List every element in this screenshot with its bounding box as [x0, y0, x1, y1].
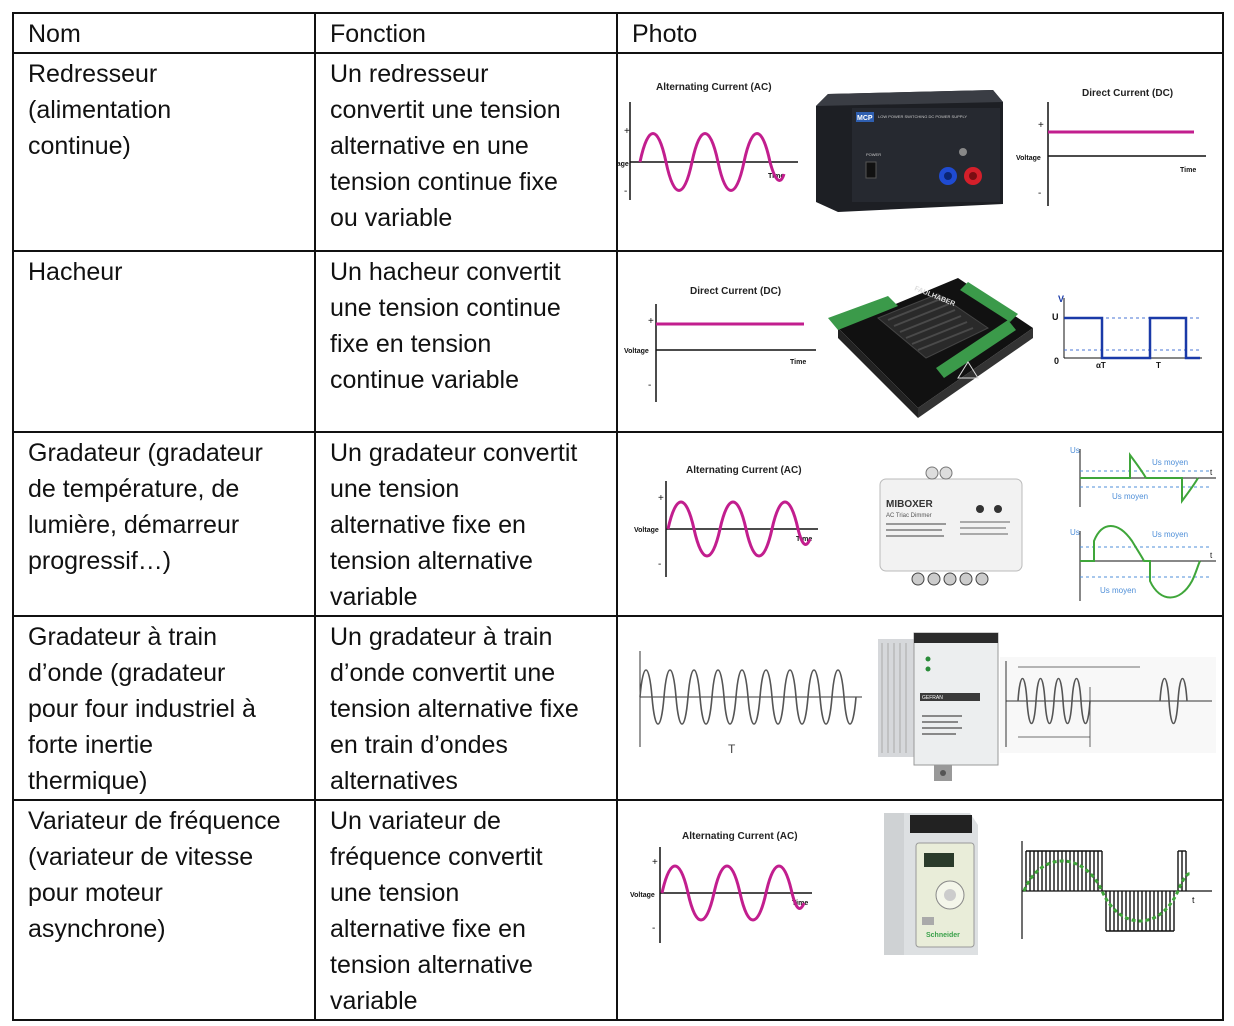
cell-fonction: Un gradateur convertit une tension alter…	[314, 431, 618, 617]
table-header-row: Nom Fonction Photo	[12, 12, 1224, 54]
cell-fonction: Un variateur de fréquence convertit une …	[314, 799, 618, 1021]
svg-text:Voltage: Voltage	[618, 161, 629, 168]
dimmer-image: MIBOXER AC Triac Dimmer	[879, 466, 1023, 586]
chopper-image: FAULHABER	[828, 278, 1033, 418]
cell-photo: Alternating Current (AC) + - Voltage Tim…	[616, 52, 1224, 252]
table-row: Variateur de fréquence (variateur de vit…	[12, 799, 1224, 1021]
svg-text:Schneider: Schneider	[926, 932, 960, 939]
svg-text:Time: Time	[1180, 167, 1196, 174]
svg-text:MCP: MCP	[857, 115, 873, 122]
svg-text:Us moyen: Us moyen	[1152, 530, 1188, 539]
ac-waveform-graph: Alternating Current (AC) + - Voltage Tim…	[630, 831, 812, 943]
svg-text:-: -	[1038, 188, 1041, 199]
svg-text:Us: Us	[1070, 446, 1080, 455]
svg-text:Us moyen: Us moyen	[1112, 492, 1148, 501]
svg-text:U: U	[1052, 312, 1059, 322]
cell-fonction: Un gradateur à train d’onde convertit un…	[314, 615, 618, 801]
svg-text:+: +	[1038, 120, 1044, 131]
svg-text:LOW POWER SWITCHING DC POWER S: LOW POWER SWITCHING DC POWER SUPPLY	[878, 114, 967, 119]
power-supply-image: MCP LOW POWER SWITCHING DC POWER SUPPLY …	[816, 90, 1003, 212]
thyristor-unit-image: GEFRAN	[878, 632, 999, 781]
burst-firing-graph	[1000, 657, 1216, 753]
svg-text:Direct Current (DC): Direct Current (DC)	[1082, 88, 1173, 99]
svg-text:Us moyen: Us moyen	[1100, 586, 1136, 595]
svg-text:Time: Time	[792, 900, 808, 907]
ac-sine-wave	[660, 864, 806, 922]
cell-photo: Alternating Current (AC) + - Voltage Tim…	[616, 431, 1224, 617]
svg-text:Us: Us	[1070, 528, 1080, 537]
cell-nom: Gradateur à train d’onde (gradateur pour…	[12, 615, 316, 801]
svg-text:Time: Time	[796, 536, 812, 543]
dc-waveform-graph: Direct Current (DC) + - Voltage Time	[624, 286, 816, 402]
ac-sine-wave	[638, 132, 786, 192]
svg-text:t: t	[1210, 551, 1213, 560]
svg-text:GEFRAN: GEFRAN	[922, 695, 943, 701]
cell-fonction: Un hacheur convertit une tension continu…	[314, 250, 618, 433]
svg-text:-: -	[652, 923, 655, 934]
cell-nom: Variateur de fréquence (variateur de vit…	[12, 799, 316, 1021]
pwm-waveform-graph: t	[1021, 841, 1212, 939]
table-row: Redresseur (alimentation continue) Un re…	[12, 52, 1224, 252]
dimmer-wave-high	[1080, 525, 1201, 599]
svg-text:MIBOXER: MIBOXER	[886, 499, 933, 510]
header-fonction: Fonction	[314, 12, 618, 54]
table-row: Hacheur Un hacheur convertit une tension…	[12, 250, 1224, 433]
svg-text:POWER: POWER	[866, 152, 881, 157]
svg-text:AC Triac Dimmer: AC Triac Dimmer	[886, 513, 932, 519]
ac-sine-wave	[666, 500, 812, 558]
svg-text:Alternating Current (AC): Alternating Current (AC)	[682, 831, 798, 842]
svg-text:Us moyen: Us moyen	[1152, 458, 1188, 467]
svg-text:t: t	[1210, 468, 1213, 477]
vfd-image: Schneider	[884, 813, 978, 955]
chopper-square-wave	[1064, 316, 1200, 360]
dc-waveform-graph: Direct Current (DC) + - Voltage Time	[1016, 88, 1206, 206]
pwm-pulses	[1025, 850, 1187, 932]
ac-waveform-graph: Alternating Current (AC) + - Voltage Tim…	[634, 465, 818, 577]
svg-text:+: +	[648, 316, 654, 327]
ac-waveform-graph: Alternating Current (AC) + - Voltage Tim…	[618, 82, 798, 200]
pwm-fundamental-sine	[1022, 859, 1194, 923]
svg-text:T: T	[1156, 361, 1161, 370]
svg-text:Direct Current (DC): Direct Current (DC)	[690, 286, 781, 297]
svg-text:0: 0	[1054, 356, 1059, 366]
svg-text:+: +	[624, 126, 630, 137]
converter-table: Nom Fonction Photo Redresseur (alimentat…	[12, 12, 1224, 1021]
svg-text:Voltage: Voltage	[624, 348, 649, 355]
svg-text:Voltage: Voltage	[630, 892, 655, 899]
dimmer-wave-low	[1080, 451, 1199, 505]
svg-text:t: t	[1192, 895, 1195, 905]
svg-text:-: -	[624, 186, 627, 197]
continuous-sine-graph: T	[639, 651, 862, 756]
cell-photo: Direct Current (DC) + - Voltage Time	[616, 250, 1224, 433]
cell-photo: T GEFRAN	[616, 615, 1224, 801]
table-row: Gradateur (gradateur de température, de …	[12, 431, 1224, 617]
svg-text:Time: Time	[790, 359, 806, 366]
svg-text:Voltage: Voltage	[1016, 155, 1041, 162]
svg-text:Voltage: Voltage	[634, 527, 659, 534]
svg-text:Alternating Current (AC): Alternating Current (AC)	[686, 465, 802, 476]
chopper-waveform-graph: V U 0 αT T	[1052, 294, 1202, 370]
cell-photo: Alternating Current (AC) + - Voltage Tim…	[616, 799, 1224, 1021]
svg-text:+: +	[652, 857, 658, 868]
svg-text:αT: αT	[1096, 361, 1106, 370]
dimmer-waveform-graph: Us t Us moyen Us moyen Us t Us moyen Us …	[1070, 446, 1216, 601]
svg-text:T: T	[728, 742, 736, 756]
cell-nom: Redresseur (alimentation continue)	[12, 52, 316, 252]
cell-nom: Hacheur	[12, 250, 316, 433]
header-nom: Nom	[12, 12, 316, 54]
svg-text:+: +	[658, 493, 664, 504]
continuous-sine-wave	[639, 669, 857, 725]
svg-text:Alternating Current (AC): Alternating Current (AC)	[656, 82, 772, 93]
svg-text:-: -	[658, 559, 661, 570]
svg-text:-: -	[648, 380, 651, 391]
table-row: Gradateur à train d’onde (gradateur pour…	[12, 615, 1224, 801]
burst-wave-on	[1017, 677, 1091, 725]
cell-nom: Gradateur (gradateur de température, de …	[12, 431, 316, 617]
cell-fonction: Un redresseur convertit une tension alte…	[314, 52, 618, 252]
header-photo: Photo	[616, 12, 1224, 54]
burst-wave-on-2	[1159, 677, 1188, 725]
svg-text:V: V	[1058, 294, 1064, 304]
